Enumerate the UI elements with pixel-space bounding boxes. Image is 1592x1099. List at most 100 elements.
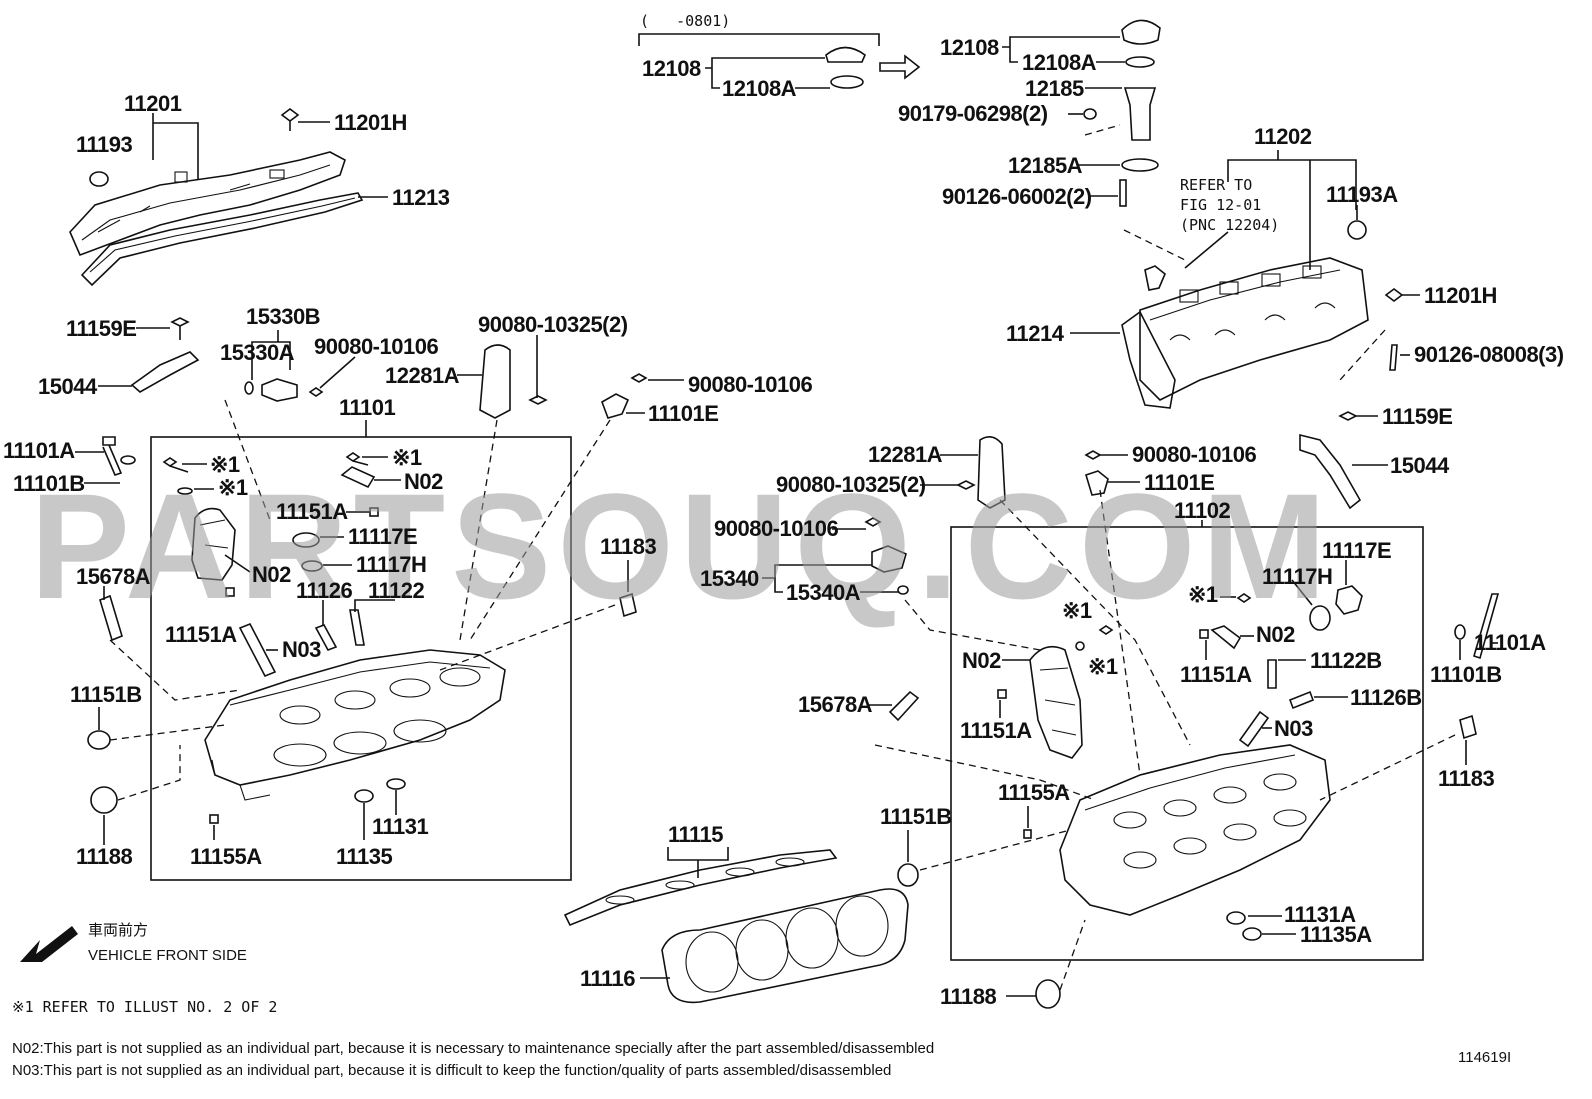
seal-11151B-right: [897, 863, 919, 887]
label-n02-b: N02: [252, 562, 291, 587]
label-11201H-a: 11201H: [334, 110, 407, 135]
oil-pipe-15044-left: [130, 351, 200, 393]
guide-line-15: [1319, 734, 1456, 801]
label-11151B-b: 11151B: [880, 804, 952, 829]
guide-line-1: [224, 399, 271, 521]
label-11214: 11214: [1006, 321, 1065, 346]
label-star1-e: ※1: [1062, 598, 1092, 623]
washer-11101B-left: [120, 455, 136, 465]
vehicle-front-en: VEHICLE FRONT SIDE: [88, 947, 247, 964]
vehicle-front-arrow-icon: [20, 926, 78, 962]
label-11122: 11122: [368, 578, 425, 603]
bracket-12281A-right: [977, 436, 1006, 509]
plug-11117E-right: [1335, 585, 1363, 615]
label-15044-a: 15044: [38, 374, 98, 399]
pipe-11126: [314, 624, 338, 651]
arrow-right: [879, 54, 921, 80]
box-11102: [950, 526, 1424, 961]
bracket-n02-right: [1210, 625, 1242, 650]
guide-line-10: [1339, 329, 1386, 381]
cover-gasket-left: [80, 192, 364, 287]
label-15678A-b: 15678A: [798, 692, 873, 717]
leader-12108-a: [705, 57, 825, 89]
label-11101B-b: 11101B: [1430, 662, 1502, 687]
seal-11131A: [1226, 911, 1246, 925]
plug-11188-right: [1035, 979, 1061, 1009]
label-11115: 11115: [668, 822, 723, 847]
plug-11117E-left: [292, 532, 320, 548]
head-gasket-11115: [563, 849, 838, 927]
label-star1-d: ※1: [1188, 582, 1218, 607]
label-11101A-b: 11101A: [1474, 630, 1546, 655]
guide-line-8: [1123, 229, 1186, 261]
dowel-11155A-left: [209, 814, 219, 824]
label-15340: 15340: [700, 566, 759, 591]
cover-gasket-11214: [1121, 310, 1176, 409]
label-refer-2: FIG 12-01: [1180, 196, 1261, 214]
label-11151A-b: 11151A: [165, 622, 237, 647]
bolt-90080-10106-d: [864, 517, 882, 527]
leader-date-range: [638, 33, 880, 46]
label-12108A-a: 12108A: [722, 76, 797, 101]
bolt-11201H-right: [1384, 288, 1404, 302]
bolt-11159E-right: [1338, 411, 1358, 421]
label-15044-b: 15044: [1390, 453, 1450, 478]
label-11126: 11126: [296, 578, 353, 603]
sensor-pcv: [1144, 265, 1166, 291]
bolt-11201H-left: [280, 108, 300, 131]
footnote-refer: ※1 REFER TO ILLUST NO. 2 OF 2: [12, 998, 277, 1016]
oring-15340A: [897, 585, 909, 595]
cylinder-head-cover-right: [1139, 257, 1369, 401]
seal-11131: [386, 778, 406, 790]
washer-star1-right: [1075, 641, 1085, 651]
label-12108A-b: 12108A: [1022, 50, 1097, 75]
label-90080-10106-b: 90080-10106: [688, 372, 812, 397]
leader-11115: [667, 847, 729, 878]
label-12281A-b: 12281A: [868, 442, 943, 467]
oil-pipe-15044-right: [1299, 433, 1362, 510]
washer-star1-left: [177, 487, 193, 495]
bolt-90080-10106-a: [308, 387, 324, 397]
label-11122B: 11122B: [1310, 648, 1382, 673]
label-11193: 11193: [76, 132, 133, 157]
leader-12108-b: [1002, 36, 1120, 63]
pipe-11126B: [1288, 690, 1315, 710]
label-11193A: 11193A: [1326, 182, 1398, 207]
label-90126-06002: 90126-06002(2): [942, 184, 1092, 209]
dowel-11151A-right: [997, 689, 1007, 699]
bolt-11101A-left: [102, 436, 123, 476]
dowel-11155A-right: [1023, 829, 1032, 839]
head-gasket-11116: [661, 888, 909, 1004]
label-11159E-b: 11159E: [1382, 404, 1452, 429]
leader-11117H-b: [1291, 579, 1313, 606]
label-11201H-b: 11201H: [1424, 283, 1497, 308]
label-11151A-a: 11151A: [276, 499, 348, 524]
label-12185A: 12185A: [1008, 153, 1083, 178]
ring-11117H-right: [1309, 605, 1331, 631]
bracket-12281A-left: [479, 344, 511, 419]
label-11117E-b: 11117E: [1322, 538, 1391, 563]
diagram-id: 114619I: [1458, 1049, 1511, 1066]
label-refer-3: (PNC 12204): [1180, 216, 1279, 234]
label-90080-10106-a: 90080-10106: [314, 334, 438, 359]
footnote-n03: N03:This part is not supplied as an indi…: [12, 1062, 891, 1079]
label-11131A: 11131A: [1284, 902, 1356, 927]
oring-15330B: [244, 381, 254, 395]
gasket-12185A: [1121, 158, 1159, 172]
bolt-star1-left: [162, 457, 189, 473]
label-11135: 11135: [336, 844, 393, 869]
leader-11201: [152, 113, 199, 180]
guide-line-11: [999, 499, 1191, 746]
footnote-n02: N02:This part is not supplied as an indi…: [12, 1040, 934, 1057]
label-15340A: 15340A: [786, 580, 861, 605]
label-12108-a: 12108: [642, 56, 701, 81]
pipe-n03-left: [238, 622, 277, 678]
gasket-12108A-a: [830, 75, 864, 89]
leader-refer: [1184, 231, 1229, 269]
guide-line-3: [469, 419, 611, 641]
cylinder-head-left: [204, 649, 506, 801]
label-11101E-b: 11101E: [1144, 470, 1214, 495]
label-11135A: 11135A: [1300, 922, 1372, 947]
dowel-11151A-left: [225, 587, 235, 597]
